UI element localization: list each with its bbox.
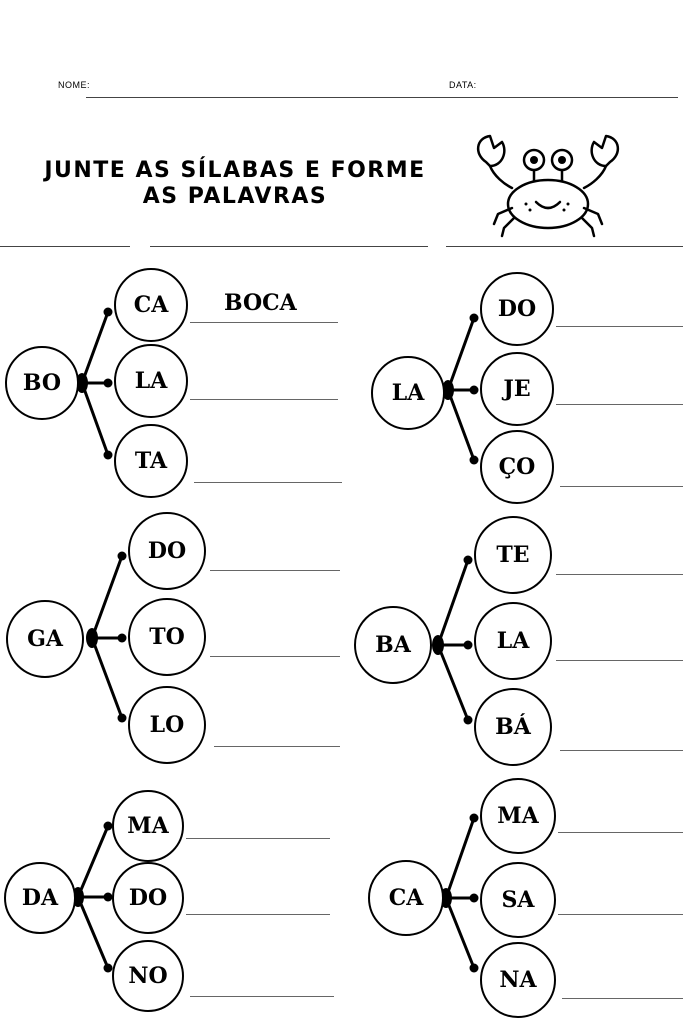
answer-line[interactable] — [558, 914, 683, 915]
separator-line — [446, 246, 683, 247]
root-syllable-circle: BA — [354, 606, 432, 684]
answer-line[interactable] — [556, 326, 683, 327]
name-date-underline[interactable] — [86, 97, 678, 98]
answer-line[interactable] — [562, 998, 683, 999]
syllable-circle: TE — [474, 516, 552, 594]
root-syllable-circle: BO — [5, 346, 79, 420]
name-label: NOME: — [58, 80, 91, 90]
syllable-circle: CA — [114, 268, 188, 342]
syllable-circle: LO — [128, 686, 206, 764]
answer-line[interactable] — [556, 660, 683, 661]
root-syllable-circle: CA — [368, 860, 444, 936]
syllable-circle: ÇO — [480, 430, 554, 504]
answer-line[interactable] — [560, 486, 683, 487]
syllable-circle: NA — [480, 942, 556, 1018]
page-title: JUNTE AS SÍLABAS E FORME AS PALAVRAS — [25, 158, 445, 210]
root-syllable-circle: DA — [4, 862, 76, 934]
answer-line[interactable] — [190, 399, 338, 400]
title-line-1: JUNTE AS SÍLABAS E FORME — [44, 158, 426, 183]
answer-line[interactable] — [186, 838, 330, 839]
root-syllable-circle: GA — [6, 600, 84, 678]
syllable-circle: BÁ — [474, 688, 552, 766]
answer-line[interactable] — [190, 996, 334, 997]
crab-icon — [477, 134, 619, 238]
syllable-circle: TO — [128, 598, 206, 676]
syllable-circle: TA — [114, 424, 188, 498]
answer-line[interactable] — [190, 322, 338, 323]
answer-line[interactable] — [214, 746, 340, 747]
date-label: DATA: — [449, 80, 477, 90]
answer-line[interactable] — [558, 832, 683, 833]
answer-line[interactable] — [556, 404, 683, 405]
syllable-circle: LA — [474, 602, 552, 680]
syllable-circle: MA — [480, 778, 556, 854]
syllable-circle: MA — [112, 790, 184, 862]
syllable-circle: NO — [112, 940, 184, 1012]
answer-line[interactable] — [210, 656, 340, 657]
answer-text: BOCA — [224, 290, 297, 316]
syllable-circle: DO — [112, 862, 184, 934]
answer-line[interactable] — [186, 914, 330, 915]
syllable-circle: DO — [128, 512, 206, 590]
separator-line — [0, 246, 130, 247]
root-syllable-circle: LA — [371, 356, 445, 430]
answer-line[interactable] — [210, 570, 340, 571]
syllable-circle: DO — [480, 272, 554, 346]
answer-line[interactable] — [556, 574, 683, 575]
separator-line — [150, 246, 428, 247]
title-line-2: AS PALAVRAS — [142, 184, 328, 209]
answer-line[interactable] — [560, 750, 683, 751]
answer-line[interactable] — [194, 482, 342, 483]
syllable-circle: JE — [480, 352, 554, 426]
syllable-circle: SA — [480, 862, 556, 938]
syllable-circle: LA — [114, 344, 188, 418]
